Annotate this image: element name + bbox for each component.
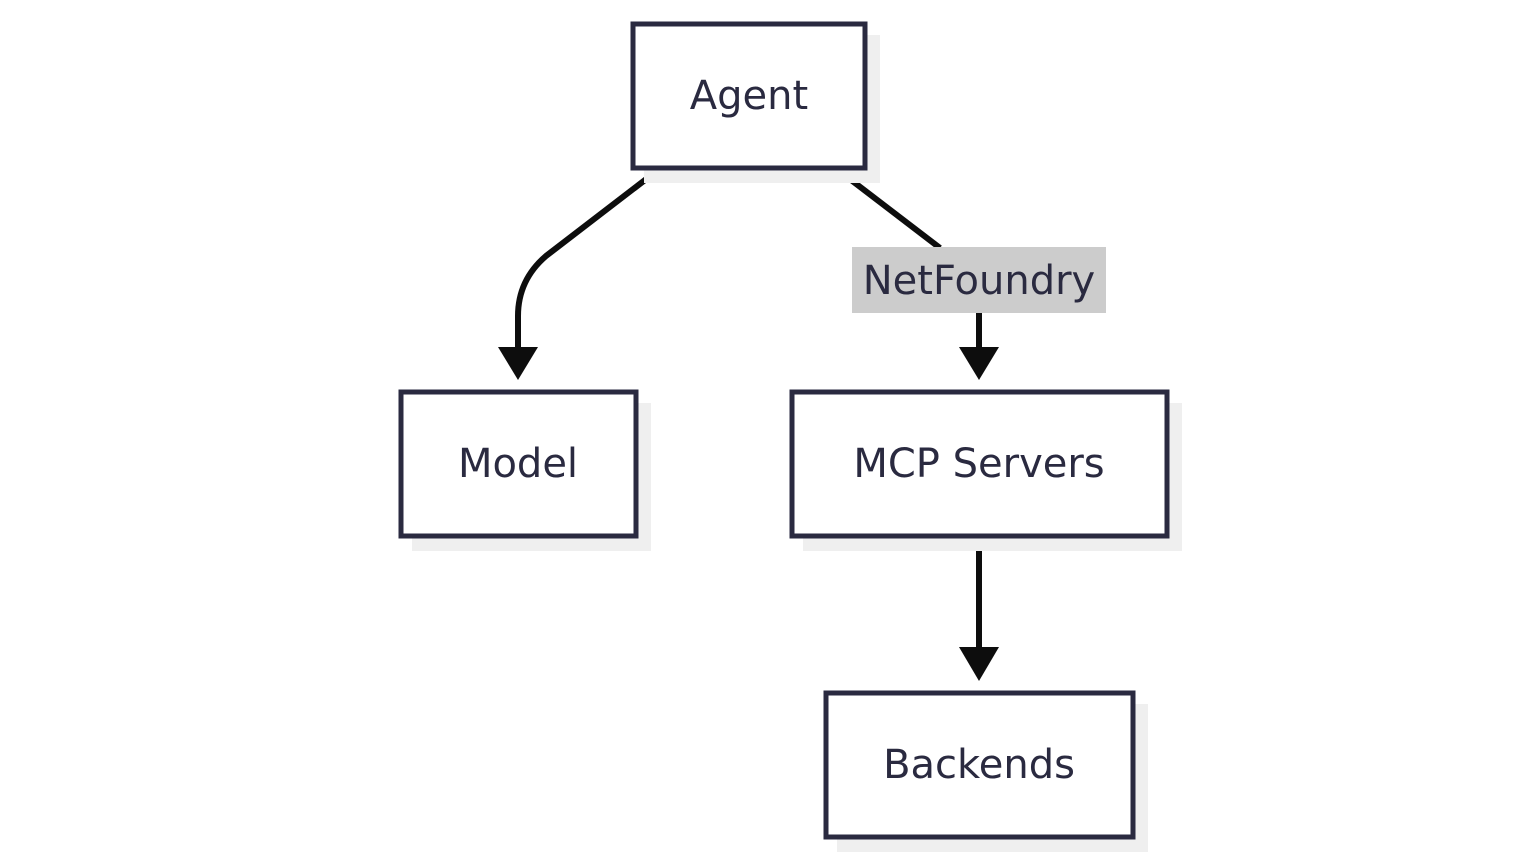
node-box [398,389,639,539]
edge-agent-to-model [498,167,660,380]
node-label-backends: Backends [883,742,1075,788]
node-model[interactable]: Model [398,389,651,551]
edge-agent-to-mcp-servers: NetFoundry [836,167,1106,380]
edge-label-background [852,247,1106,313]
node-agent[interactable]: Agent [630,21,880,183]
edge-mcp-servers-to-backends [959,537,999,681]
edge-line-agent-model [515,167,660,350]
node-label-agent: Agent [690,73,808,119]
arrowhead-mcp-servers [959,347,999,380]
node-label-model: Model [458,441,578,487]
node-box [823,690,1136,840]
node-label-mcp-servers: MCP Servers [853,441,1104,487]
node-mcp-servers[interactable]: MCP Servers [789,389,1182,551]
node-box [630,21,868,171]
node-box [789,389,1170,539]
edge-label-netfoundry: NetFoundry [863,258,1095,304]
arrowhead-model [498,347,538,380]
arrowhead-backends [959,647,999,681]
node-backends[interactable]: Backends [823,690,1148,852]
